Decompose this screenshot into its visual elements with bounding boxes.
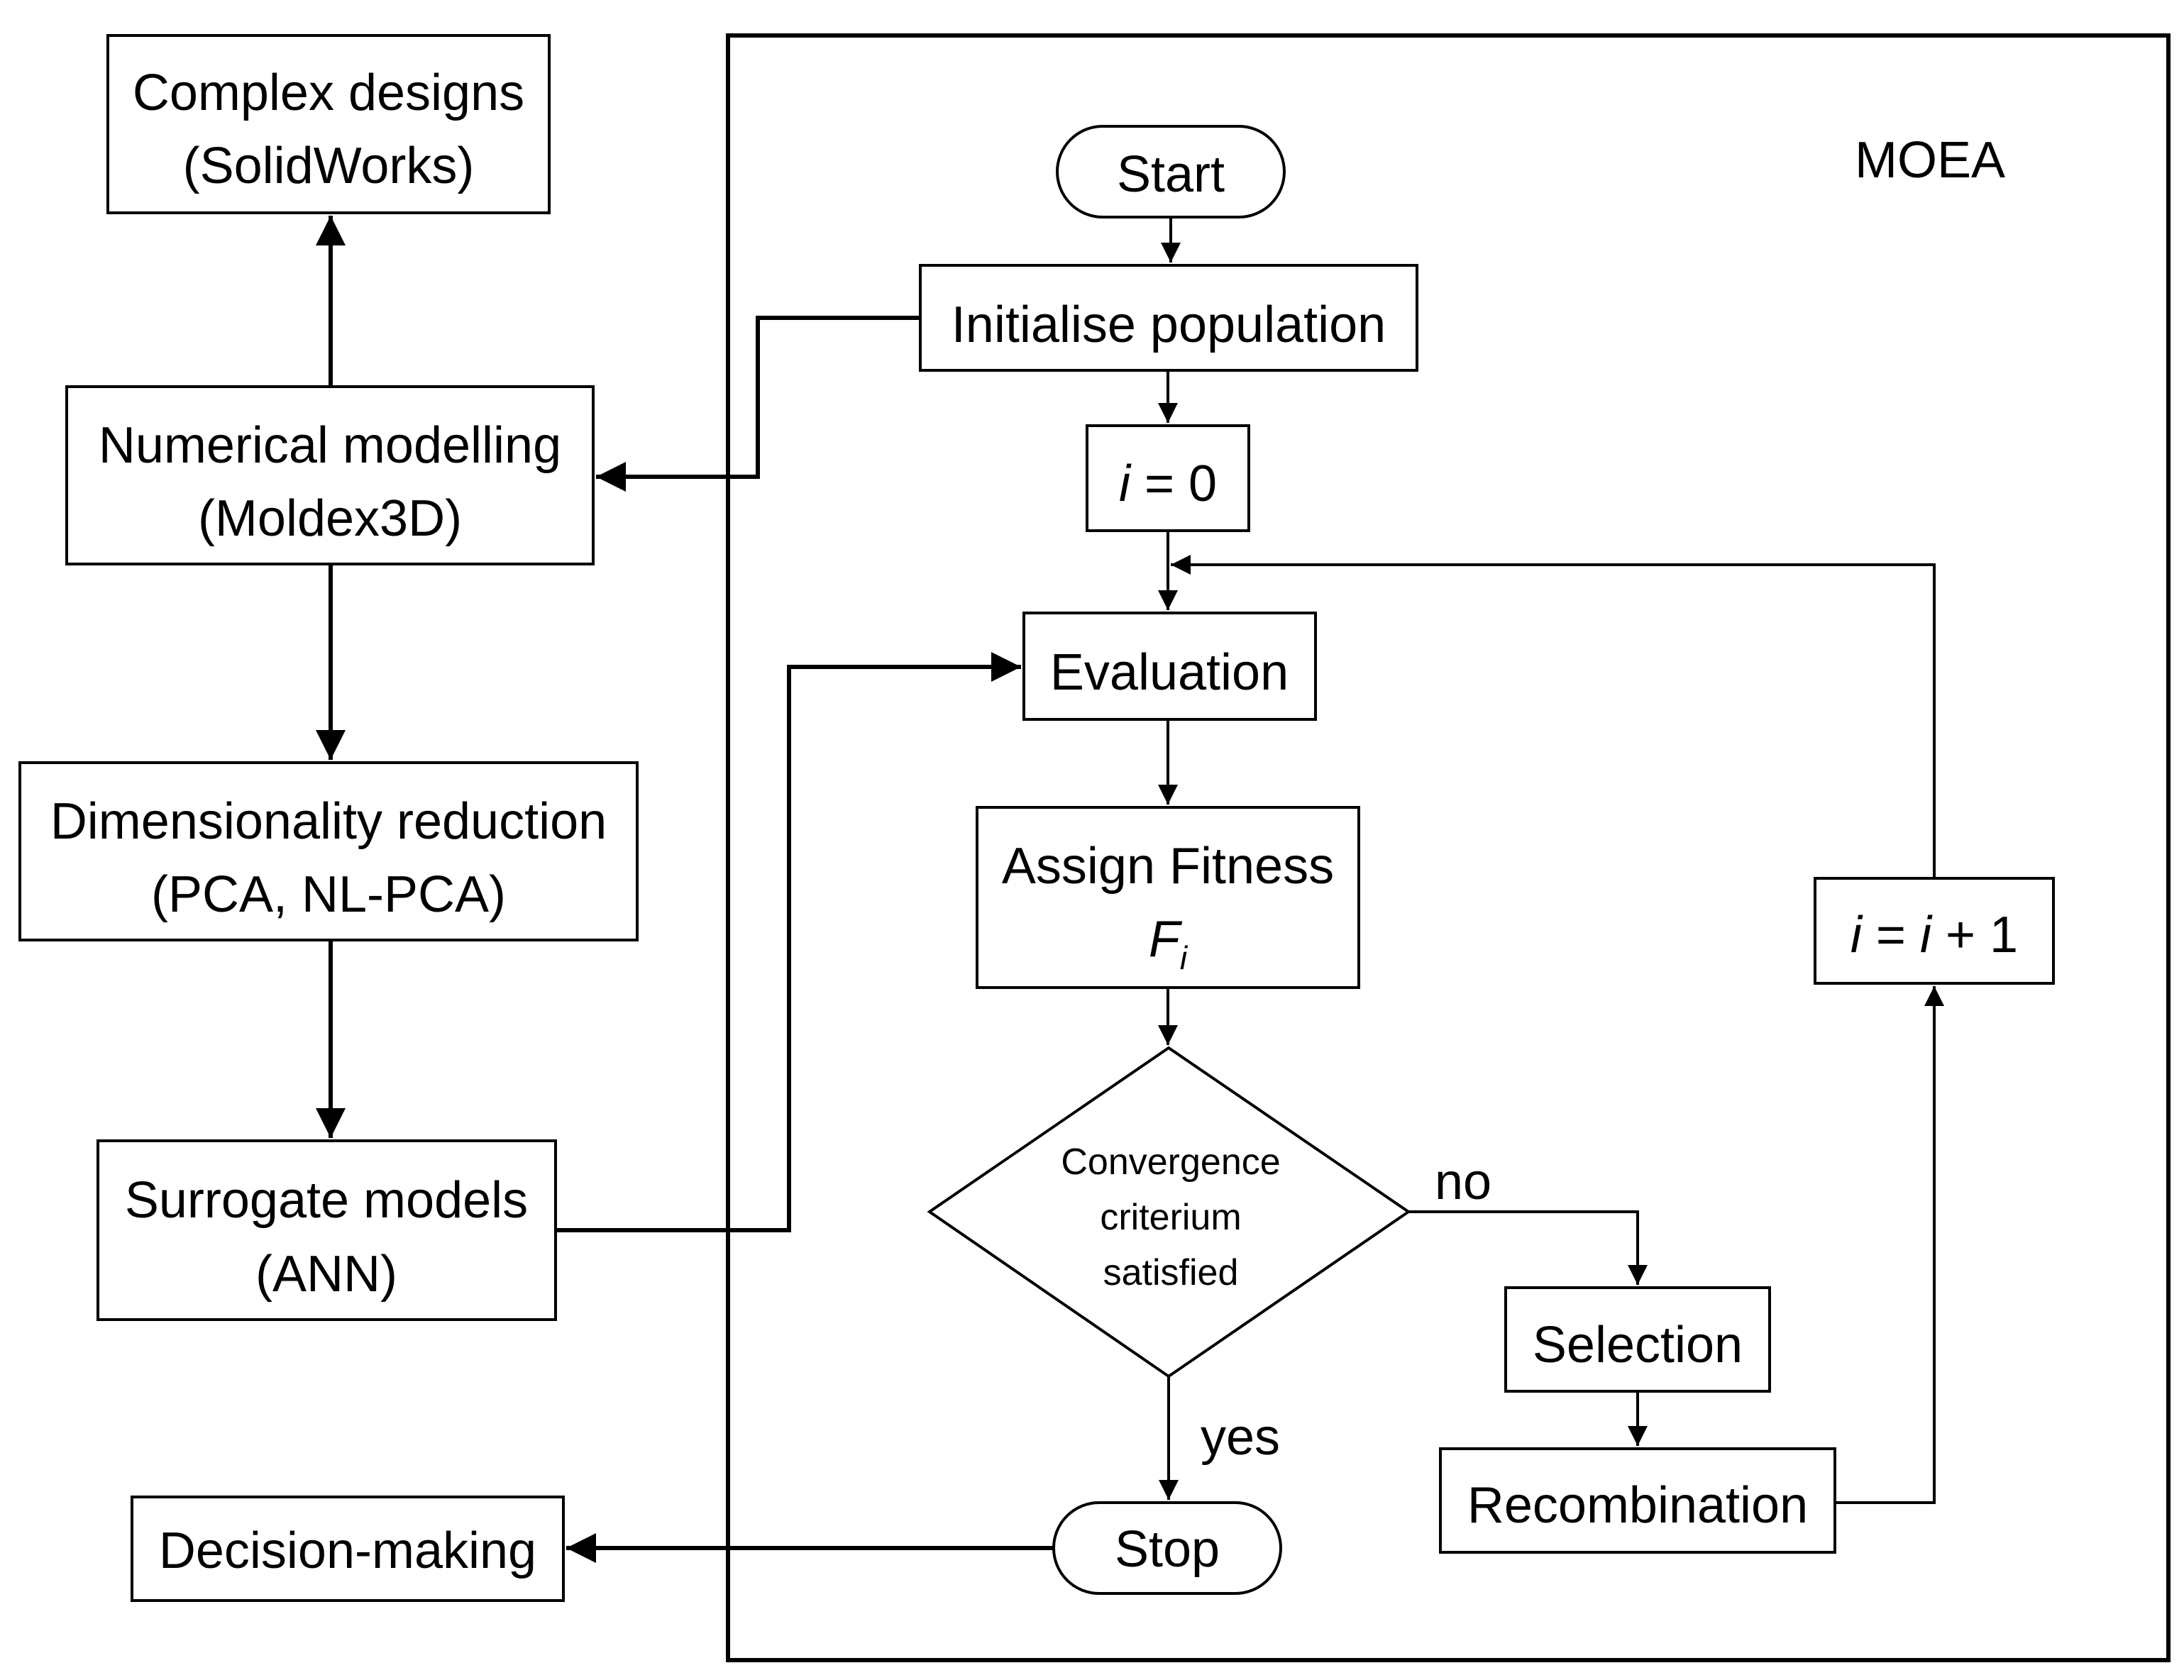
numerical-modelling-line1: Numerical modelling [99, 417, 561, 474]
numerical-modelling-line2: (Moldex3D) [198, 490, 462, 547]
decision-line2: criterium [1100, 1197, 1241, 1238]
arrow-recombination-to-increment [1835, 986, 1944, 1504]
dimensionality-reduction-line1: Dimensionality reduction [50, 793, 607, 850]
arrow-surrogate-to-evaluation [556, 652, 1021, 1232]
stop-terminal: Stop [1052, 1501, 1282, 1595]
evaluation-box: Evaluation [1022, 612, 1317, 721]
convergence-decision: Convergence criterium satisfied [927, 1046, 1411, 1378]
recombination-label: Recombination [1467, 1477, 1808, 1534]
surrogate-models-line2: (ANN) [255, 1246, 397, 1303]
recombination-box: Recombination [1439, 1447, 1836, 1554]
decision-line3: satisfied [1103, 1252, 1239, 1293]
initialise-population-label: Initialise population [952, 297, 1386, 353]
increment-counter-label: i = i + 1 [1851, 907, 2018, 963]
stop-label: Stop [1115, 1521, 1220, 1578]
evaluation-label: Evaluation [1050, 644, 1289, 701]
surrogate-models-box: Surrogate models (ANN) [96, 1139, 557, 1321]
complex-designs-box: Complex designs (SolidWorks) [106, 34, 551, 214]
assign-fitness-box: Assign Fitness Fi [976, 806, 1360, 989]
decision-line1: Convergence [1061, 1142, 1280, 1183]
complex-designs-line2: (SolidWorks) [183, 138, 475, 194]
arrow-decision-no-to-selection [1408, 1210, 1648, 1285]
initialise-population-box: Initialise population [919, 264, 1418, 372]
complex-designs-line1: Complex designs [133, 65, 524, 121]
dimensionality-reduction-line2: (PCA, NL-PCA) [151, 866, 506, 923]
init-counter-label: i = 0 [1119, 455, 1217, 512]
selection-box: Selection [1504, 1286, 1771, 1393]
init-counter-box: i = 0 [1086, 424, 1250, 532]
yes-label: yes [1201, 1409, 1280, 1466]
dimensionality-reduction-box: Dimensionality reduction (PCA, NL-PCA) [18, 761, 639, 941]
increment-counter-box: i = i + 1 [1814, 877, 2055, 985]
selection-label: Selection [1533, 1317, 1743, 1374]
start-terminal: Start [1056, 125, 1286, 219]
moea-frame [726, 33, 2171, 1662]
numerical-modelling-box: Numerical modelling (Moldex3D) [65, 385, 595, 565]
arrow-initialise-to-numerical [596, 316, 920, 492]
assign-fitness-label: Assign Fitness [1002, 838, 1334, 895]
decision-making-label: Decision-making [159, 1522, 536, 1579]
arrow-increment-loop-to-evaluation [1171, 555, 1936, 878]
start-label: Start [1117, 146, 1225, 203]
moea-title: MOEA [1855, 132, 2005, 189]
no-label: no [1435, 1154, 1491, 1210]
decision-making-box: Decision-making [131, 1496, 565, 1602]
surrogate-models-line1: Surrogate models [125, 1172, 528, 1229]
fitness-symbol: Fi [1149, 911, 1188, 976]
